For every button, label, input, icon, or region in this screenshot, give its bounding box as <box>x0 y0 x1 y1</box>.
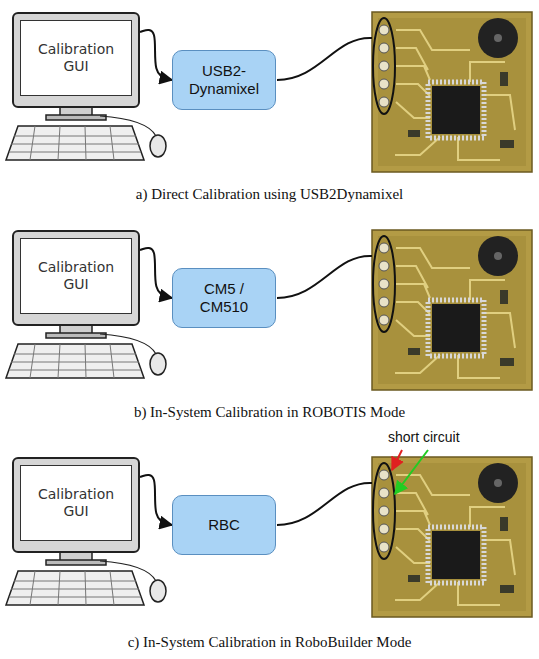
pcb-photo <box>372 12 532 172</box>
cable <box>277 483 372 525</box>
screen-text: Calibration GUI <box>20 238 132 314</box>
computer-screen: Calibration GUI <box>12 230 140 326</box>
connector-arrow <box>140 30 172 80</box>
figure-caption: a) Direct Calibration using USB2Dynamixe… <box>0 186 539 203</box>
process-box: CM5 / CM510 <box>172 268 276 328</box>
computer-icon <box>6 551 166 605</box>
callout-arrow <box>395 450 428 494</box>
pcb-photo <box>372 230 532 390</box>
connector-arrow <box>140 248 172 298</box>
box-label: RBC <box>208 516 240 534</box>
connector-arrow <box>140 475 172 525</box>
cable <box>277 256 372 298</box>
process-box: USB2-Dynamixel <box>172 50 276 110</box>
screen-text: Calibration GUI <box>20 465 132 541</box>
box-label: USB2-Dynamixel <box>185 62 263 98</box>
computer-icon <box>6 106 166 160</box>
cable <box>277 38 372 80</box>
callout-label: short circuit <box>388 429 460 445</box>
computer-screen: Calibration GUI <box>12 12 140 108</box>
pcb-photo <box>372 457 532 617</box>
figure-caption: c) In-System Calibration in RoboBuilder … <box>0 634 539 651</box>
box-label: CM5 / CM510 <box>185 280 263 316</box>
process-box: RBC <box>172 495 276 555</box>
computer-icon <box>6 324 166 378</box>
screen-text: Calibration GUI <box>20 20 132 96</box>
figure-caption: b) In-System Calibration in ROBOTIS Mode <box>0 404 539 421</box>
callout-arrow <box>392 450 402 470</box>
computer-screen: Calibration GUI <box>12 457 140 553</box>
